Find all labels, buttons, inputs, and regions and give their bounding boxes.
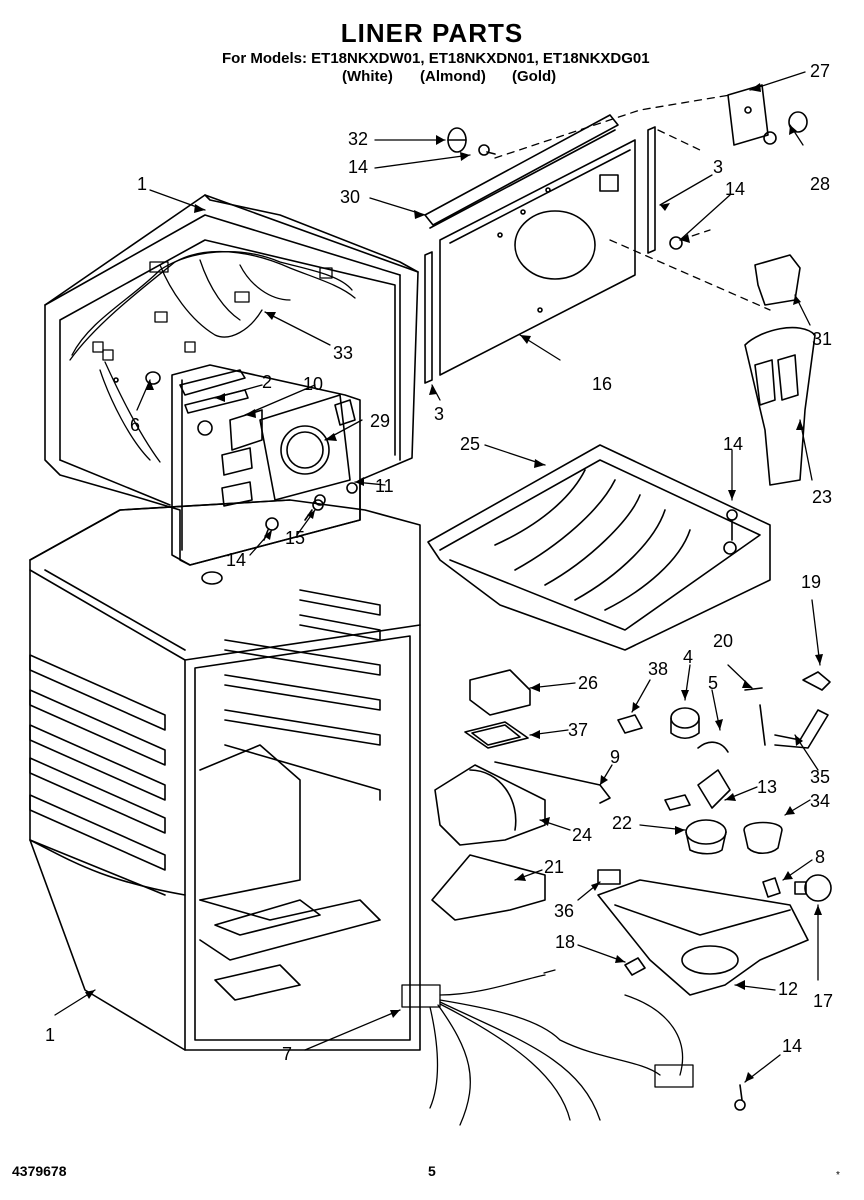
callout-3: 3	[713, 157, 724, 177]
callout-15: 15	[285, 528, 306, 548]
callout-33: 33	[333, 343, 354, 363]
callout-21: 21	[544, 857, 565, 877]
switch-13	[664, 769, 731, 811]
bottom-wiring-harness	[401, 969, 694, 1126]
callout-1: 1	[137, 174, 148, 194]
callout-22: 22	[612, 813, 633, 833]
callout-36: 36	[554, 901, 575, 921]
clip-5	[697, 741, 729, 753]
color-almond: (Almond)	[420, 68, 486, 85]
callout-27: 27	[810, 61, 831, 81]
callout-13: 13	[757, 777, 778, 797]
callout-14: 14	[782, 1036, 803, 1056]
callout-7: 7	[282, 1044, 293, 1064]
light-shield-34	[743, 821, 783, 855]
callout-17: 17	[813, 991, 834, 1011]
arrowheads	[85, 83, 823, 1082]
callout-8: 8	[815, 847, 826, 867]
callout-24: 24	[572, 825, 593, 845]
light-switch-36	[597, 869, 621, 885]
gasket-37	[464, 721, 529, 749]
side-trim-left	[424, 251, 433, 384]
callout-19: 19	[801, 572, 822, 592]
clip-38	[617, 714, 643, 734]
color-gold: (Gold)	[512, 68, 557, 85]
color-white: (White)	[342, 68, 393, 85]
callout-14: 14	[348, 157, 369, 177]
document-number: 4379678	[12, 1163, 67, 1179]
light-housing-12	[597, 879, 809, 996]
callout-11: 11	[375, 476, 394, 496]
callout-34: 34	[810, 791, 831, 811]
screw-14-top	[478, 144, 496, 156]
screw-14-right	[669, 131, 777, 250]
housing-24	[434, 764, 546, 846]
callout-26: 26	[578, 673, 599, 693]
callout-14: 14	[723, 434, 744, 454]
callout-23: 23	[812, 487, 833, 507]
callout-3: 3	[434, 404, 445, 424]
switch-20	[744, 687, 766, 746]
callout-35: 35	[810, 767, 831, 787]
side-trim-right	[647, 126, 656, 254]
motor-4	[670, 707, 700, 740]
rear-air-panel	[439, 139, 636, 376]
crisper-cover	[427, 444, 771, 651]
callout-28: 28	[810, 174, 831, 194]
callout-14: 14	[226, 550, 247, 570]
control-plate	[727, 84, 808, 146]
heater-9	[494, 761, 611, 804]
page-number: 5	[428, 1163, 436, 1179]
callout-2: 2	[262, 372, 273, 392]
bracket-19	[802, 671, 831, 691]
callout-20: 20	[713, 631, 734, 651]
callout-16: 16	[592, 374, 613, 394]
model-list: For Models: ET18NKXDW01, ET18NKXDN01, ET…	[222, 50, 650, 67]
callout-10: 10	[303, 374, 324, 394]
callout-12: 12	[778, 979, 799, 999]
callout-38: 38	[648, 659, 669, 679]
callout-4: 4	[683, 647, 694, 667]
callout-29: 29	[370, 411, 391, 431]
control-housing	[744, 326, 816, 486]
housing-21	[431, 854, 546, 921]
callout-30: 30	[340, 187, 361, 207]
thermostat-knob	[113, 371, 161, 385]
rear-panel-top-trim	[424, 114, 619, 229]
page-title: LINER PARTS	[340, 18, 524, 48]
socket-8	[762, 877, 781, 898]
callout-6: 6	[130, 415, 141, 435]
callout-31: 31	[812, 329, 833, 349]
callout-18: 18	[555, 932, 576, 952]
callout-5: 5	[708, 673, 719, 693]
control-housing-cap	[754, 254, 801, 306]
callout-1: 1	[45, 1025, 56, 1045]
callout-32: 32	[348, 129, 369, 149]
callout-9: 9	[610, 747, 621, 767]
corner-mark: *	[836, 1170, 840, 1181]
bracket-35	[774, 709, 829, 749]
light-socket-32	[447, 127, 467, 153]
lamp-socket-18	[624, 957, 646, 976]
screw-14-bottom	[734, 1084, 746, 1111]
bulb-17	[794, 874, 832, 902]
callout-14: 14	[725, 179, 746, 199]
valve-bracket-26	[469, 669, 531, 716]
assembly-guides	[494, 94, 771, 311]
callout-37: 37	[568, 720, 589, 740]
callout-25: 25	[460, 434, 481, 454]
drain-trough-22	[685, 819, 727, 855]
fresh-food-liner	[29, 499, 421, 1051]
screw-14-cover	[726, 509, 738, 541]
freezer-wiring-harness	[69, 250, 356, 463]
